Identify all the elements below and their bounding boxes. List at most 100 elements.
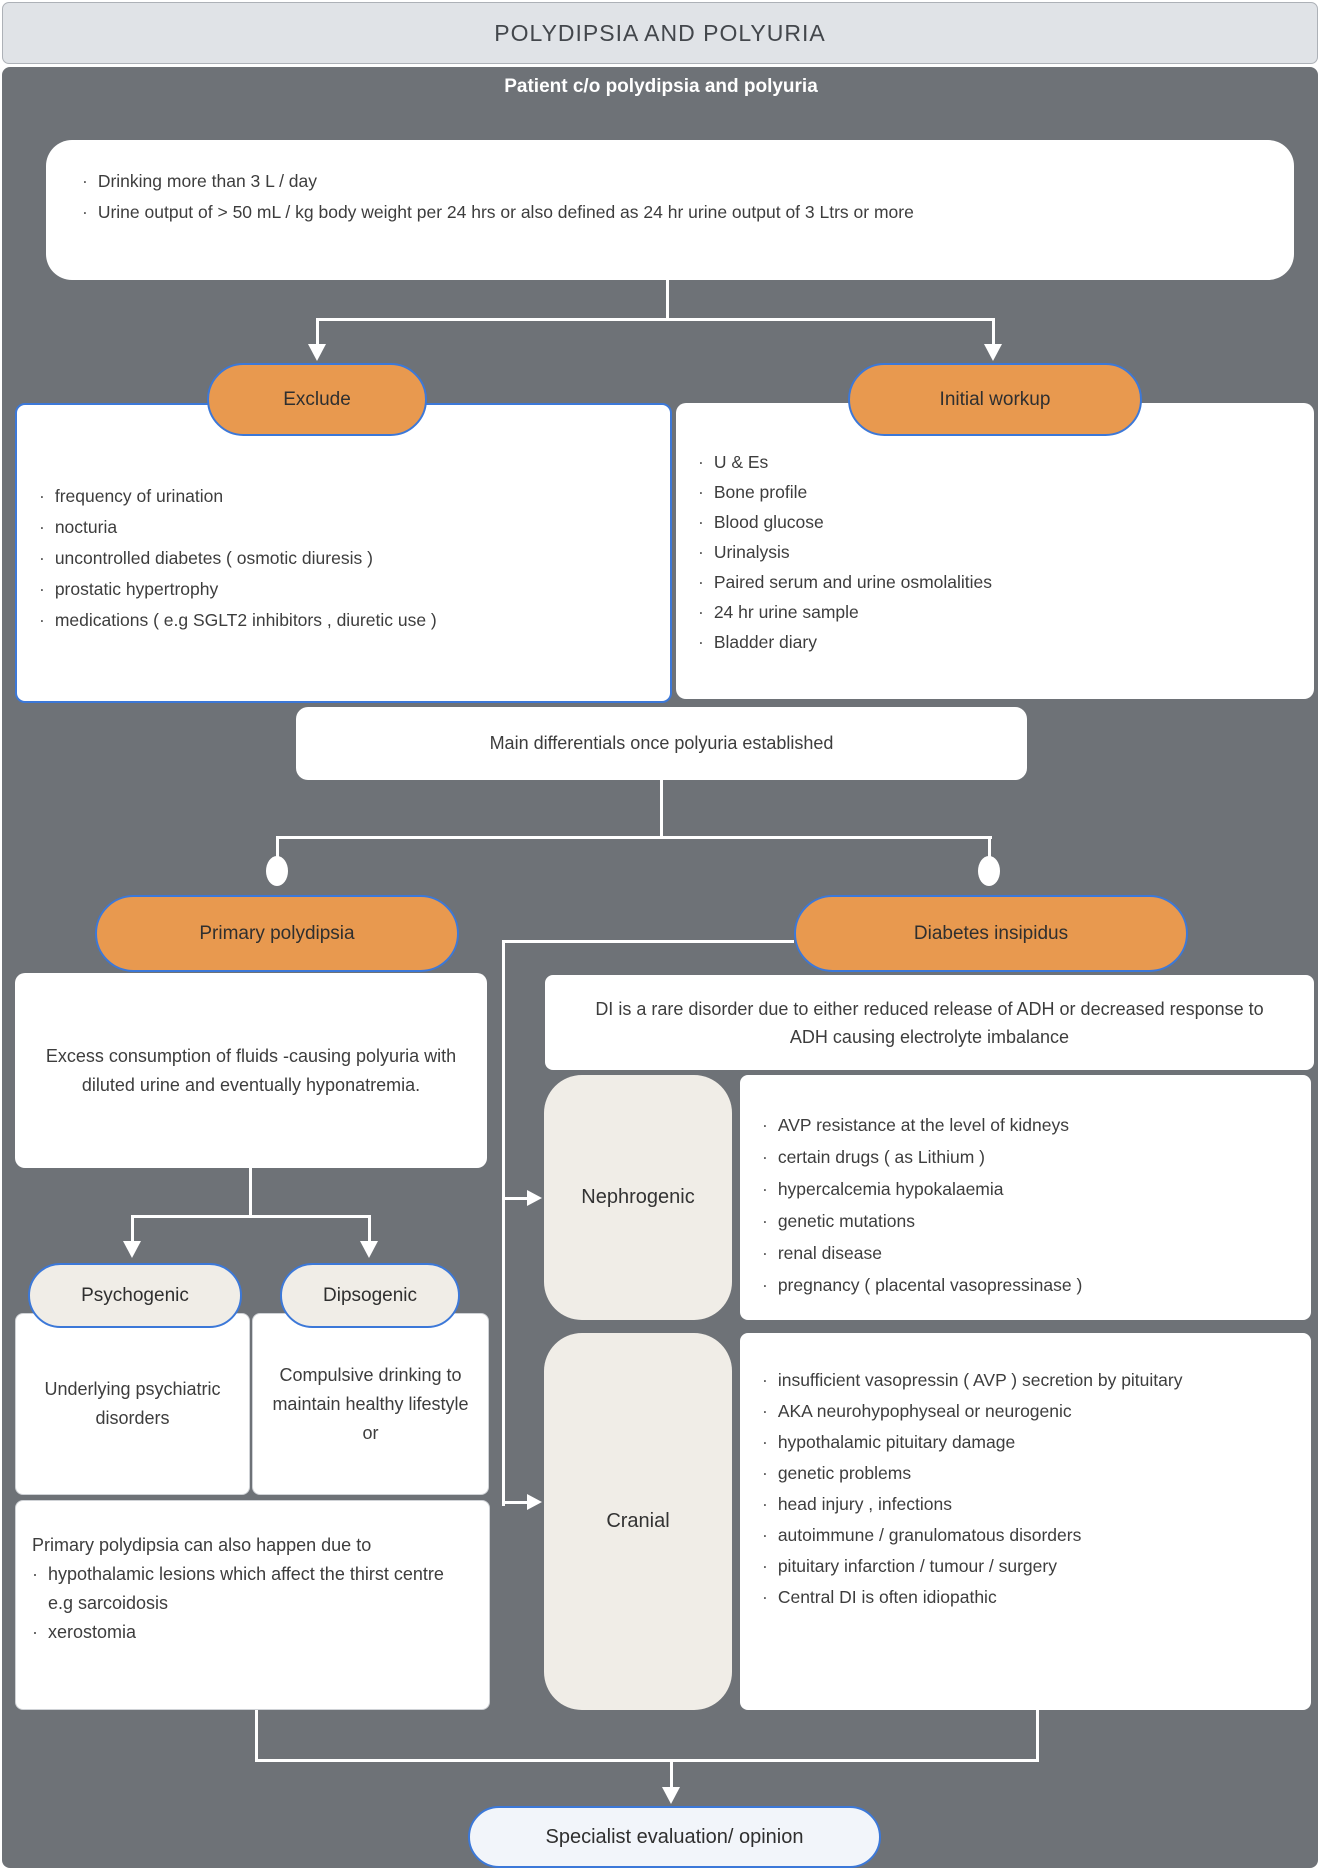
arrowhead-down [308,344,326,361]
cranial-detail-box: ·insufficient vasopressin ( AVP ) secret… [740,1333,1311,1710]
bullet-item: ·hypothalamic pituitary damage [762,1432,1016,1452]
connector-segment [992,318,995,346]
connector-segment [276,836,992,839]
bullet-item: ·Bone profile [698,482,808,502]
psychogenic-description-box: Underlying psychiatric disorders [15,1313,250,1495]
bullet-item: ·certain drugs ( as Lithium ) [762,1147,985,1167]
bullet-item: ·genetic problems [762,1463,912,1483]
bullet-item: ·Bladder diary [698,632,817,652]
primary-polydipsia-description: Excess consumption of fluids -causing po… [45,1045,457,1095]
diabetes-insipidus-description-box: DI is a rare disorder due to either redu… [545,975,1314,1070]
connector-segment [317,318,995,321]
nephrogenic-detail-box: ·AVP resistance at the level of kidneys ·… [740,1075,1311,1320]
psychogenic-pill-label: Psychogenic [81,1284,189,1306]
bullet-item: ·uncontrolled diabetes ( osmotic diuresi… [39,548,373,568]
arrowhead-right [527,1190,542,1206]
psychogenic-description: Underlying psychiatric disorders [44,1379,221,1428]
bullet-item: ·insufficient vasopressin ( AVP ) secret… [762,1370,1183,1390]
initial-workup-box: ·U & Es ·Bone profile ·Blood glucose ·Urina… [676,403,1314,699]
primary-polydipsia-additional-box: Primary polydipsia can also happen due t… [15,1500,490,1710]
exclude-box: ·frequency of urination ·nocturia ·uncontr… [15,403,672,703]
connector-segment [502,1501,529,1504]
connector-segment [988,836,991,860]
bullet-item: ·Drinking more than 3 L / day [82,171,318,191]
bullet-item: ·Central DI is often idiopathic [762,1587,997,1607]
bullet-item: ·Paired serum and urine osmolalities [698,572,993,592]
cranial-list: ·insufficient vasopressin ( AVP ) secret… [740,1333,1311,1613]
connector-segment [660,780,663,838]
cranial-category-box: Cranial [544,1333,732,1710]
diabetes-insipidus-description: DI is a rare disorder due to either redu… [595,998,1264,1047]
additional-list: ·hypothalamic lesions which affect the t… [32,1560,473,1647]
diabetes-insipidus-pill: Diabetes insipidus [794,895,1188,972]
connector-segment [368,1215,371,1243]
bullet-item: ·head injury , infections [762,1494,952,1514]
connector-segment [255,1708,258,1762]
connector-segment [316,318,319,346]
main-differentials-box: Main differentials once polyuria establi… [296,707,1027,780]
bullet-item: ·renal disease [762,1243,882,1263]
exclude-pill-label: Exclude [283,388,351,410]
connector-segment [249,1168,252,1218]
arrowhead-down [123,1241,141,1258]
nephrogenic-category-box: Nephrogenic [544,1075,732,1320]
bullet-item: ·Blood glucose [698,512,824,532]
connector-segment [1036,1710,1039,1762]
dipsogenic-description-box: Compulsive drinking to maintain healthy … [252,1313,489,1495]
branch-node-circle [266,856,288,886]
dipsogenic-pill-label: Dipsogenic [323,1284,417,1306]
dipsogenic-pill: Dipsogenic [280,1263,460,1328]
primary-polydipsia-pill-label: Primary polydipsia [199,922,355,944]
bullet-item: ·autoimmune / granulomatous disorders [762,1525,1082,1545]
main-differentials-label: Main differentials once polyuria establi… [489,733,834,753]
connector-segment [502,1197,529,1200]
psychogenic-pill: Psychogenic [28,1263,242,1328]
dipsogenic-description: Compulsive drinking to maintain healthy … [272,1364,469,1443]
bullet-item: ·prostatic hypertrophy [39,579,219,599]
connector-segment [670,1759,673,1789]
arrowhead-right [527,1494,542,1510]
bullet-item: ·nocturia [39,517,118,537]
criteria-box: ·Drinking more than 3 L / day ·Urine outp… [46,140,1294,280]
initial-workup-list: ·U & Es ·Bone profile ·Blood glucose ·Urina… [676,403,1314,657]
diabetes-insipidus-pill-label: Diabetes insipidus [913,922,1069,944]
bullet-item: ·hypothalamic lesions which affect the t… [32,1564,444,1613]
cranial-label: Cranial [606,1510,670,1532]
bullet-item: ·xerostomia [32,1622,137,1642]
connector-segment [666,280,669,320]
criteria-list: ·Drinking more than 3 L / day ·Urine outp… [46,140,1294,228]
connector-segment [131,1215,134,1243]
connector-segment [255,1759,1039,1762]
additional-heading: Primary polydipsia can also happen due t… [32,1535,372,1555]
bullet-item: ·AKA neurohypophyseal or neurogenic [762,1401,1072,1421]
bullet-item: ·Urine output of > 50 mL / kg body weigh… [82,202,914,222]
bullet-item: ·medications ( e.g SGLT2 inhibitors , di… [39,610,437,630]
connector-segment [276,836,279,860]
nephrogenic-label: Nephrogenic [581,1186,695,1208]
exclude-list: ·frequency of urination ·nocturia ·uncontr… [17,405,670,636]
bullet-item: ·genetic mutations [762,1211,915,1231]
bullet-item: ·24 hr urine sample [698,602,859,622]
bullet-item: ·U & Es [698,452,769,472]
specialist-evaluation-label: Specialist evaluation/ opinion [545,1825,804,1848]
bullet-item: ·pregnancy ( placental vasopressinase ) [762,1275,1083,1295]
nephrogenic-list: ·AVP resistance at the level of kidneys ·… [740,1075,1311,1301]
bullet-item: ·hypercalcemia hypokalaemia [762,1179,1004,1199]
primary-polydipsia-pill: Primary polydipsia [95,895,459,972]
specialist-evaluation-pill: Specialist evaluation/ opinion [468,1806,881,1868]
initial-workup-pill: Initial workup [848,363,1142,436]
patient-complaint-heading: Patient c/o polydipsia and polyuria [504,76,818,97]
bullet-item: ·AVP resistance at the level of kidneys [762,1115,1070,1135]
connector-segment [131,1215,371,1218]
bullet-item: ·pituitary infarction / tumour / surgery [762,1556,1057,1576]
branch-node-circle [978,856,1000,886]
initial-workup-pill-label: Initial workup [939,388,1051,410]
bullet-item: ·Urinalysis [698,542,790,562]
arrowhead-down [984,344,1002,361]
exclude-pill: Exclude [207,363,427,436]
arrowhead-down [662,1787,680,1804]
page-title: POLYDIPSIA AND POLYURIA [2,2,1318,64]
bullet-item: ·frequency of urination [39,486,224,506]
connector-segment [502,940,505,1506]
